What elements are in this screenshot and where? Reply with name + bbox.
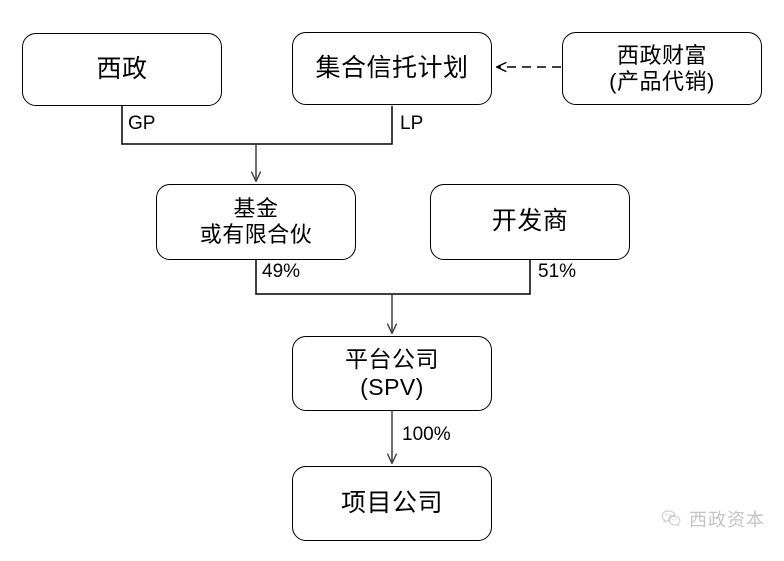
watermark: 西政资本	[660, 506, 765, 532]
edge-label-gp: GP	[128, 113, 156, 134]
watermark-text: 西政资本	[689, 510, 765, 530]
edge-developer-to-platform	[392, 260, 531, 295]
node-xizheng-wealth[interactable]: 西政财富 (产品代销)	[562, 32, 762, 105]
node-project-company-label: 项目公司	[340, 488, 443, 517]
edge-trust-to-fund	[256, 106, 393, 145]
node-project-company[interactable]: 项目公司	[292, 466, 492, 541]
node-developer-label: 开发商	[491, 207, 569, 236]
node-xizheng-label: 西政	[96, 54, 148, 83]
edge-label-49-percent: 49%	[262, 261, 301, 282]
node-xizheng[interactable]: 西政	[22, 33, 222, 106]
node-fund[interactable]: 基金 或有限合伙	[156, 184, 356, 260]
node-trust-plan[interactable]: 集合信托计划	[292, 32, 492, 105]
node-developer[interactable]: 开发商	[430, 184, 630, 260]
node-xizheng-wealth-label: 西政财富 (产品代销)	[609, 42, 715, 94]
node-platform-spv[interactable]: 平台公司 (SPV)	[292, 336, 492, 411]
edge-label-100-percent: 100%	[402, 424, 451, 445]
node-trust-plan-label: 集合信托计划	[315, 53, 469, 82]
edge-label-lp: LP	[400, 113, 424, 134]
node-platform-spv-label: 平台公司 (SPV)	[345, 346, 439, 400]
edge-label-51-percent: 51%	[538, 261, 577, 282]
wechat-icon	[660, 508, 682, 530]
node-fund-label: 基金 或有限合伙	[199, 196, 313, 247]
